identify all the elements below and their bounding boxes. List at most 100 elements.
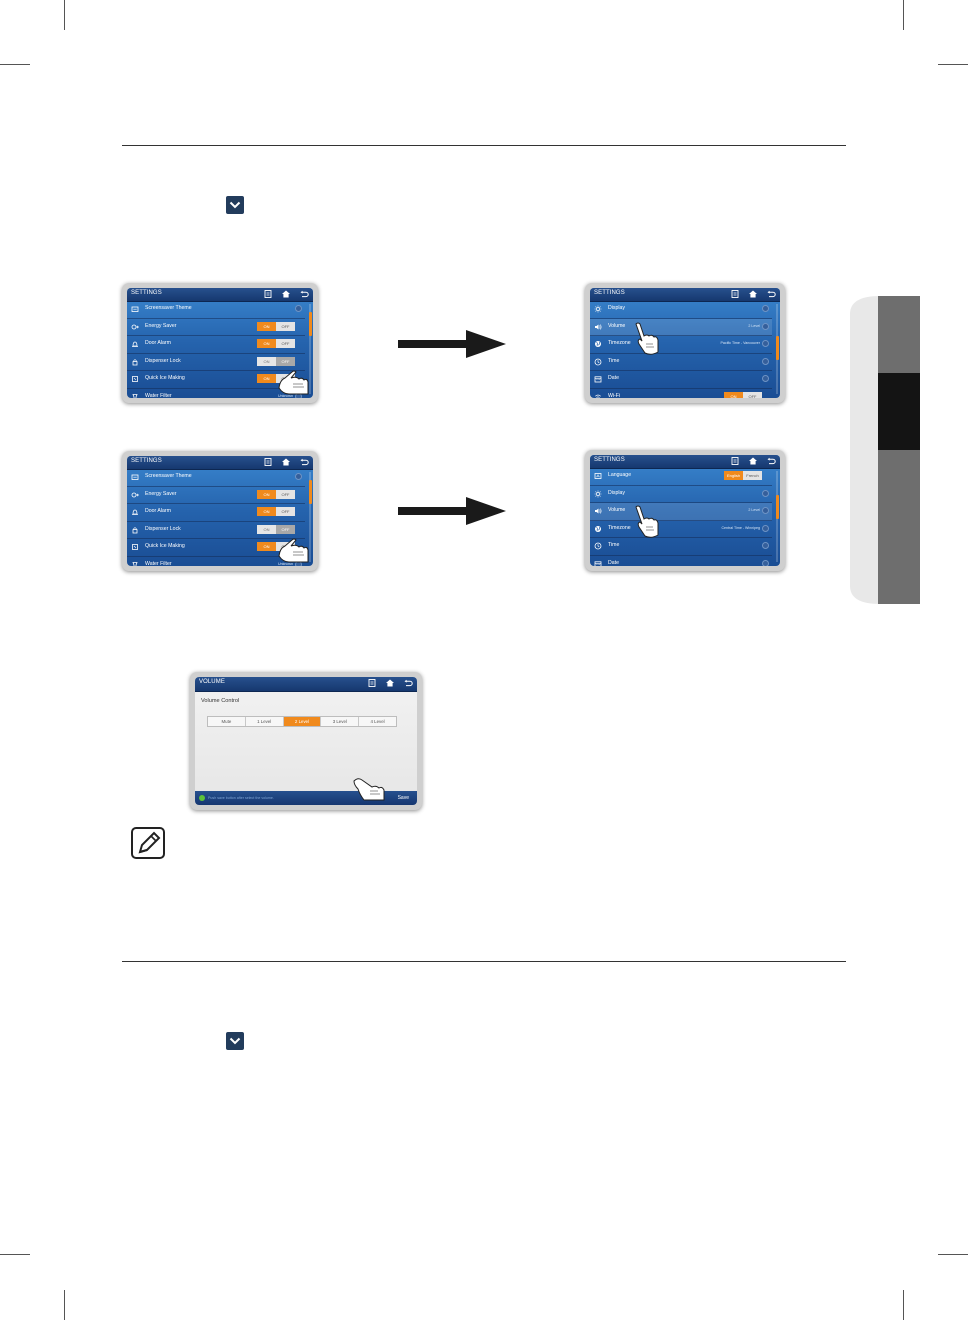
settings-row[interactable]: Display <box>590 486 772 504</box>
chevron-right-icon[interactable] <box>762 542 769 550</box>
toggle-on-option[interactable]: ON <box>257 374 276 384</box>
toggle-off-option[interactable]: French <box>743 471 762 480</box>
chevron-right-icon[interactable] <box>762 357 769 365</box>
chevron-right-icon[interactable] <box>762 305 769 312</box>
settings-row[interactable]: Screensaver Theme <box>127 301 305 319</box>
chevron-right-icon[interactable] <box>762 524 769 532</box>
toggle-off-option[interactable]: OFF <box>276 489 295 499</box>
volume-level-option[interactable]: 1 Level <box>246 717 284 726</box>
chevron-right-icon[interactable] <box>295 305 302 312</box>
chevron-right-icon[interactable] <box>762 559 769 566</box>
home-icon[interactable] <box>748 289 758 299</box>
screen-title-bar: SETTINGS <box>590 455 780 469</box>
volume-level-option[interactable]: 2 Level <box>283 717 322 726</box>
toggle-on-option[interactable]: ON <box>257 356 276 366</box>
chevron-right-icon[interactable] <box>762 489 769 497</box>
toggle-off-option[interactable]: OFF <box>276 321 295 331</box>
memo-icon[interactable] <box>263 457 273 467</box>
scrollbar-thumb[interactable] <box>309 312 312 336</box>
volume-level-option[interactable]: 3 Level <box>321 717 360 726</box>
toggle-on-option[interactable]: ON <box>257 524 276 534</box>
toggle-off-option[interactable]: OFF <box>276 356 295 366</box>
row-label: Volume <box>608 507 626 514</box>
toggle-on-option[interactable]: ON <box>724 391 743 398</box>
settings-row[interactable]: Time <box>590 538 772 556</box>
row-value: 2 Level <box>748 323 760 328</box>
volume-level-option[interactable]: 4 Level <box>370 719 385 724</box>
volume-icon <box>595 324 602 330</box>
save-button[interactable]: Save <box>397 795 409 801</box>
toggle-on-option[interactable]: English <box>724 471 743 480</box>
chevron-right-icon[interactable] <box>762 340 769 348</box>
row-label: Energy Saver <box>145 490 177 497</box>
settings-row[interactable]: Date <box>590 371 772 389</box>
toggle-on-option[interactable]: ON <box>257 489 276 499</box>
toggle-off-option[interactable]: OFF <box>276 524 295 534</box>
scrollbar-thumb[interactable] <box>776 495 779 519</box>
back-icon[interactable] <box>403 678 413 688</box>
toggle-off-option[interactable]: OFF <box>743 391 762 398</box>
chevron-right-icon[interactable] <box>762 507 769 515</box>
home-icon[interactable] <box>281 289 291 299</box>
chevron-right-icon[interactable] <box>762 375 769 383</box>
scrollbar[interactable] <box>309 304 311 394</box>
scrollbar-thumb[interactable] <box>309 480 312 504</box>
toggle-off-option[interactable]: OFF <box>276 339 295 349</box>
home-icon[interactable] <box>748 456 758 466</box>
settings-row[interactable]: Date <box>590 556 772 566</box>
volume-level-option[interactable]: Mute <box>208 717 246 726</box>
home-icon[interactable] <box>281 457 291 467</box>
memo-icon[interactable] <box>730 289 740 299</box>
ice-icon <box>132 376 138 383</box>
screen-title: SETTINGS <box>131 290 162 296</box>
home-icon[interactable] <box>385 678 395 688</box>
settings-row[interactable]: Display <box>590 301 772 319</box>
memo-icon[interactable] <box>263 289 273 299</box>
settings-row[interactable]: Time <box>590 354 772 372</box>
chevron-right-icon[interactable] <box>762 322 769 330</box>
toggle-off-option[interactable]: OFF <box>276 507 295 517</box>
toggle-on-option[interactable]: ON <box>257 542 276 552</box>
back-icon[interactable] <box>299 457 309 467</box>
water-filter-icon <box>132 562 138 566</box>
toggle-on-option[interactable]: ON <box>257 507 276 517</box>
crop-mark <box>938 64 968 65</box>
toggle-on-option[interactable]: ON <box>257 339 276 349</box>
back-icon[interactable] <box>766 456 776 466</box>
memo-icon[interactable] <box>367 678 377 688</box>
settings-row[interactable]: Screensaver Theme <box>127 469 305 487</box>
row-label: Door Alarm <box>145 508 171 515</box>
chevron-right-icon[interactable] <box>295 473 302 480</box>
toggle-on-option[interactable]: ON <box>257 321 276 331</box>
clock-icon <box>594 542 602 550</box>
scrollbar-thumb[interactable] <box>776 336 779 360</box>
memo-icon[interactable] <box>730 456 740 466</box>
back-icon[interactable] <box>299 289 309 299</box>
crop-mark <box>64 0 65 30</box>
scrollbar[interactable] <box>309 472 311 562</box>
volume-icon <box>595 508 602 514</box>
back-icon[interactable] <box>766 289 776 299</box>
